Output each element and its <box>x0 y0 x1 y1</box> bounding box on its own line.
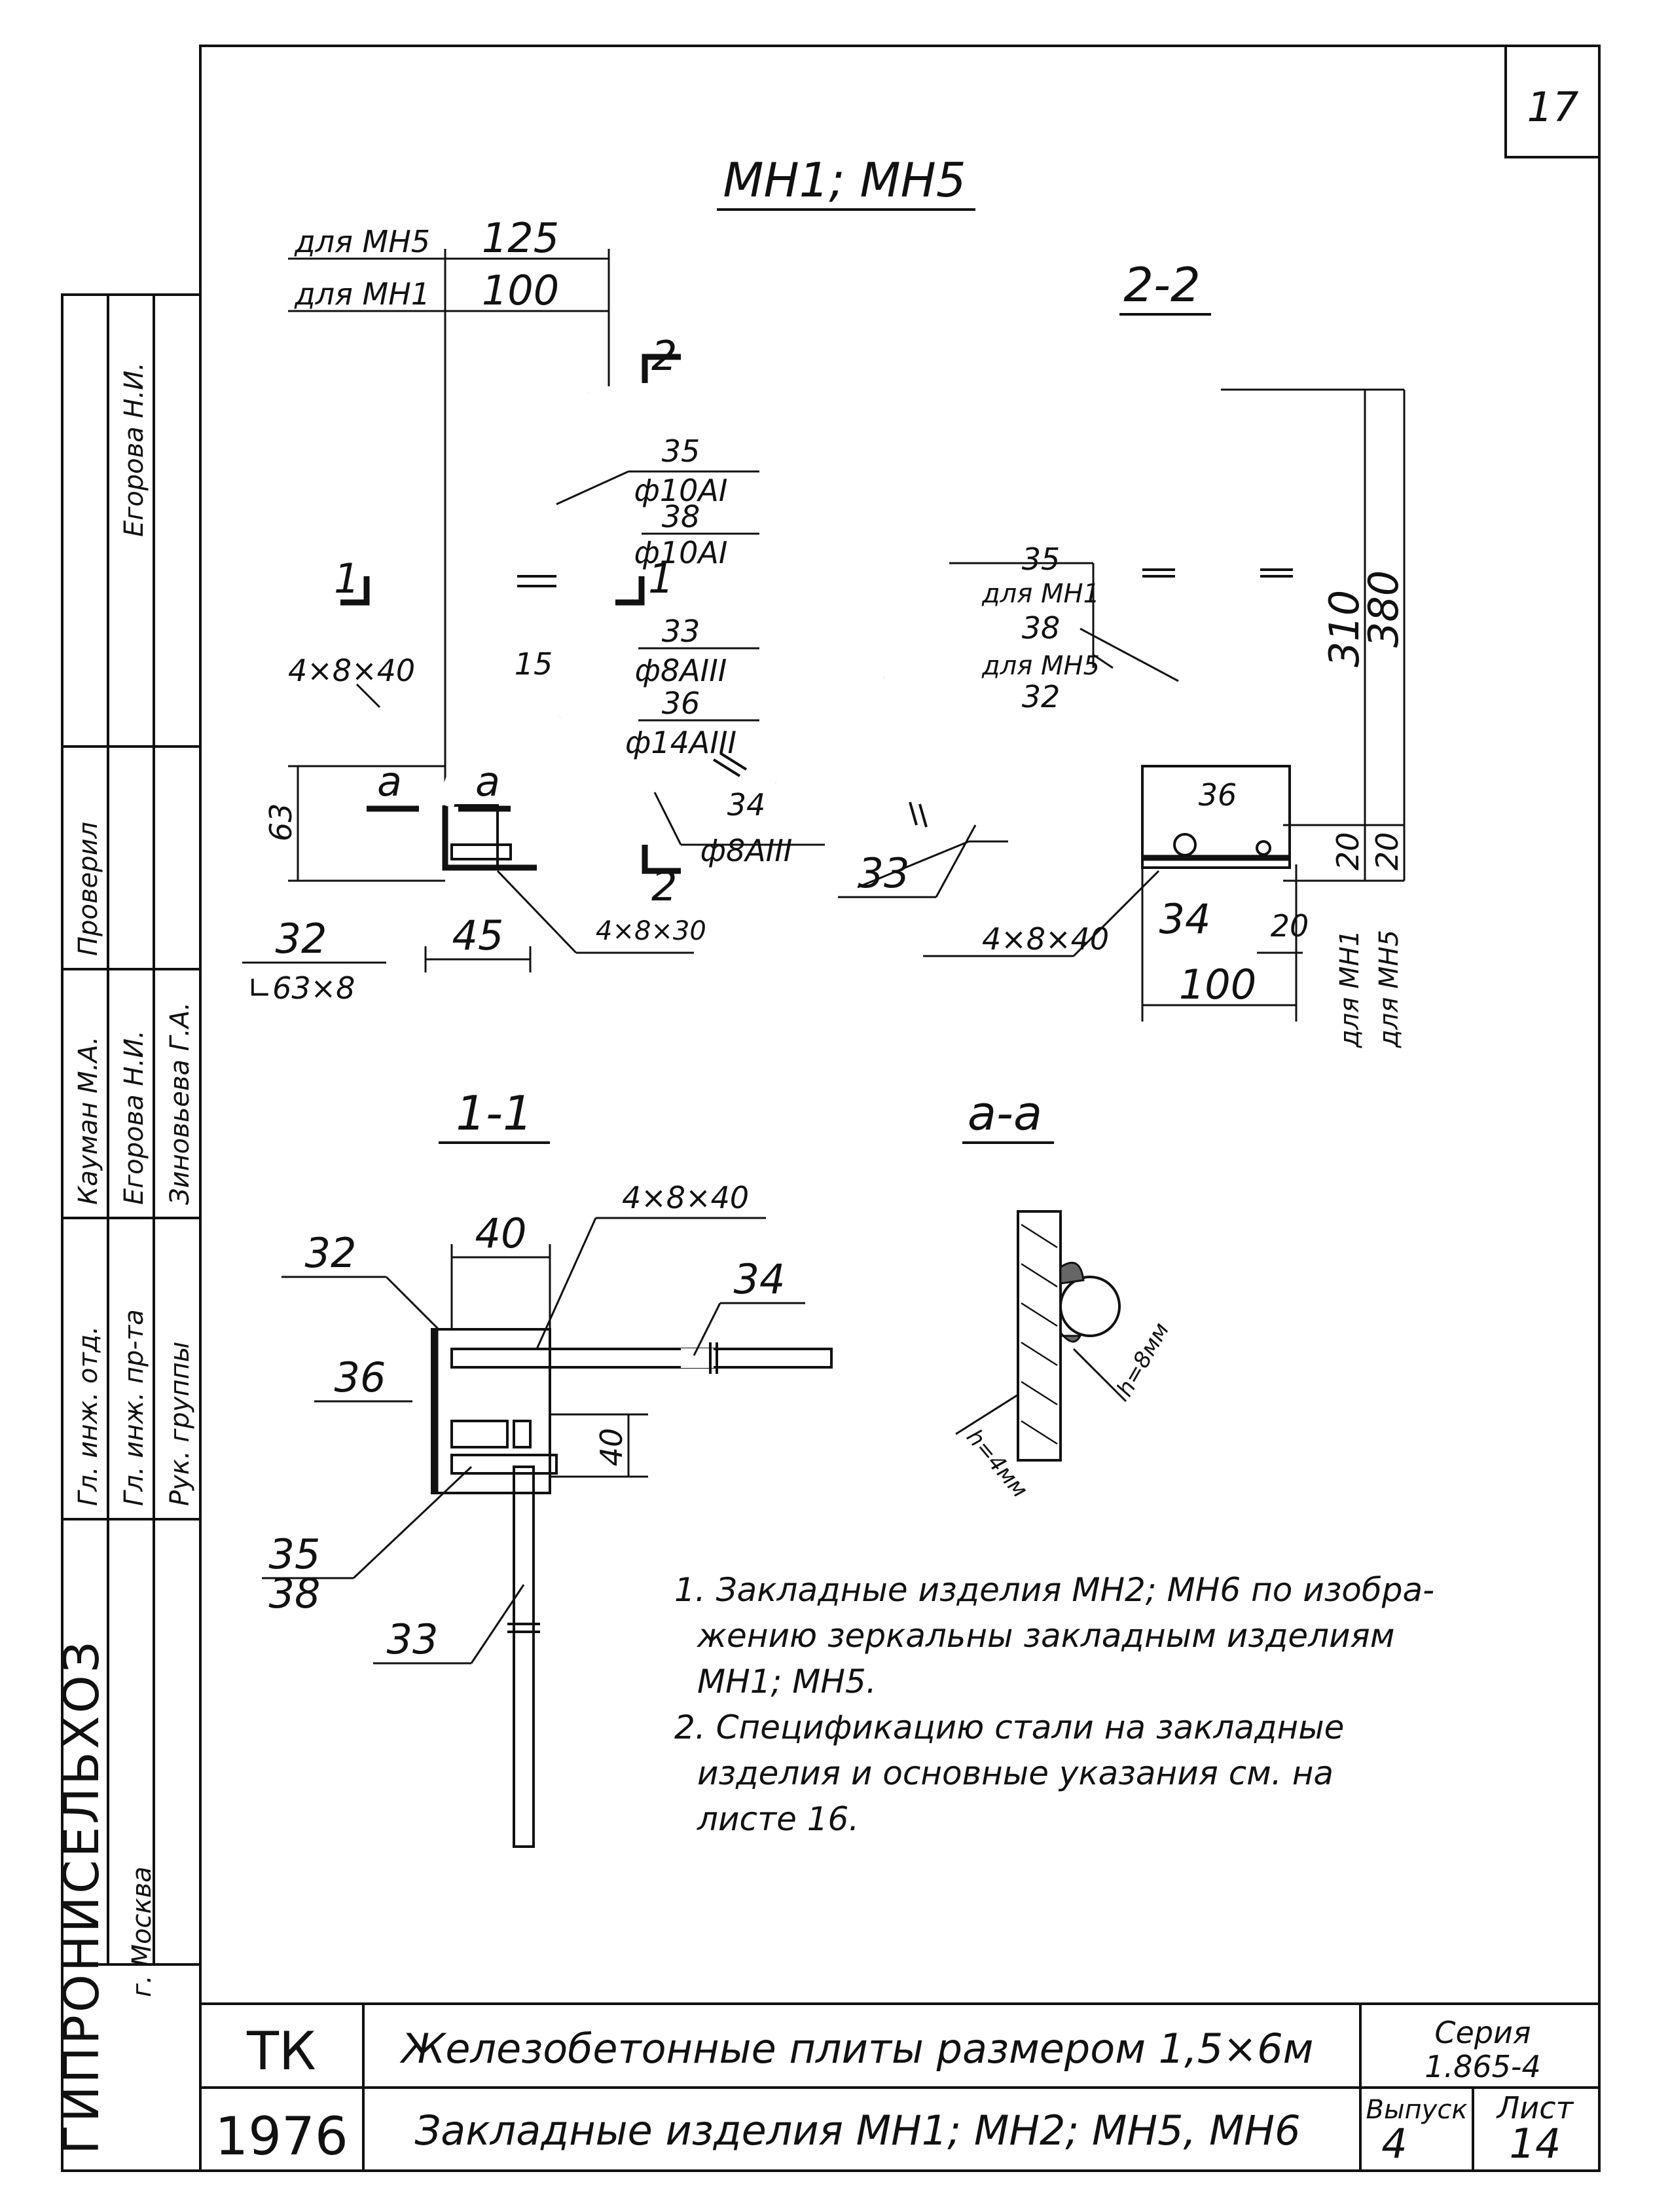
label-32-spec: ∟63×8 <box>247 970 355 1006</box>
dim-mh1-label: для МН1 <box>294 276 430 312</box>
note-line-4: 2. Спецификацию стали на закладные <box>674 1708 1344 1746</box>
section-2-mark-top: 2 <box>651 332 677 380</box>
section-2-markers <box>642 354 681 874</box>
s22-callout-38: 38 <box>1022 610 1061 646</box>
title-year: 1976 <box>215 2106 348 2167</box>
callout-34-spec: ф8АIII <box>700 833 793 868</box>
main-view-geometry <box>242 390 1153 972</box>
weld-4x8x30: 4×8×30 <box>596 916 706 946</box>
section-1-1-geometry <box>262 1217 833 1848</box>
section-1-mark-right: 1 <box>648 555 674 602</box>
stamp-org: ГИПРОНИСЕЛЬХОЗ <box>54 1639 110 2154</box>
s22-dim-20b: 20 <box>1370 832 1405 871</box>
issue-label: Выпуск <box>1366 2095 1468 2125</box>
s22-callout-32: 32 <box>1022 679 1061 714</box>
dim-mh1-value: 100 <box>482 267 559 314</box>
weld-h4: h=4мм <box>961 1424 1033 1503</box>
s11-dim-40-side: 40 <box>594 1428 629 1467</box>
s22-weld: 4×8×40 <box>982 921 1109 957</box>
note-line-1: 1. Закладные изделия МН2; МН6 по изобра- <box>674 1571 1434 1609</box>
series-value: 1.865-4 <box>1425 2049 1541 2084</box>
callout-38: 38 <box>662 499 700 534</box>
section-1-markers <box>340 576 645 606</box>
angle-15: 15 <box>515 646 553 682</box>
note-line-5: изделия и основные указания см. на <box>697 1754 1334 1792</box>
s22-label-36: 36 <box>1199 777 1237 813</box>
stamp-name-2: Егорова Н.И. <box>119 1030 149 1205</box>
callout-35-spec: ф10АI <box>634 473 728 508</box>
s11-label-34: 34 <box>734 1255 786 1303</box>
callout-35: 35 <box>662 433 700 469</box>
stamp-role-1: Гл. инж. отд. <box>73 1326 103 1506</box>
section-2-2-title: 2-2 <box>1123 257 1201 312</box>
issue-value: 4 <box>1381 2120 1407 2167</box>
s11-weld: 4×8×40 <box>622 1180 749 1215</box>
s11-label-35: 35 <box>269 1530 321 1578</box>
callout-36-spec: ф14АIII <box>625 725 736 760</box>
stamp-name-1: Кауман М.А. <box>73 1037 103 1205</box>
page-number: 17 <box>1527 83 1579 131</box>
s22-dim-20a: 20 <box>1330 832 1366 871</box>
dim-mh5-label: для МН5 <box>294 224 430 259</box>
s22-for-mh1: для МН1 <box>1335 930 1365 1048</box>
sheet-value: 14 <box>1510 2120 1561 2167</box>
s22-callout-35: 35 <box>1022 542 1061 577</box>
dim-mh5-value: 125 <box>482 214 559 262</box>
s11-label-33: 33 <box>387 1615 439 1663</box>
stamp-role-3: Рук. группы <box>165 1342 195 1506</box>
s22-callout-38-for: для МН5 <box>981 651 1100 681</box>
note-line-2: жению зеркальны закладным изделиям <box>697 1617 1394 1655</box>
title-code: ТК <box>246 2021 316 2082</box>
callout-33: 33 <box>662 614 700 649</box>
weld-4x8x40: 4×8×40 <box>288 653 415 688</box>
note-line-3: МН1; МН5. <box>697 1663 877 1701</box>
s11-label-38: 38 <box>269 1570 321 1617</box>
s22-for-mh5: для МН5 <box>1374 930 1404 1048</box>
label-33: 33 <box>858 849 910 897</box>
callout-34: 34 <box>727 787 766 822</box>
s22-dim-310: 310 <box>1320 590 1368 667</box>
dim-45: 45 <box>452 912 504 959</box>
s11-label-36: 36 <box>335 1354 386 1401</box>
notes: 1. Закладные изделия МН2; МН6 по изобра-… <box>674 1571 1434 1838</box>
top-dimensions <box>288 249 610 805</box>
section-2-2-geometry <box>923 379 1406 1022</box>
s22-dim-380: 380 <box>1360 570 1407 648</box>
main-view-title: МН1; МН5 <box>723 153 966 208</box>
label-32: 32 <box>276 915 327 963</box>
stamp-city: г. Москва <box>127 1866 157 1997</box>
sheet-label: Лист <box>1496 2090 1574 2126</box>
note-line-6: листе 16. <box>697 1800 859 1838</box>
s22-dim-100: 100 <box>1179 961 1256 1008</box>
s22-label-34: 34 <box>1159 895 1211 943</box>
stamp-name-3: Зиновьева Г.А. <box>165 1002 195 1205</box>
callout-38-spec: ф10АI <box>634 535 728 570</box>
callout-36: 36 <box>662 686 700 721</box>
section-a-a-geometry <box>955 1210 1127 1462</box>
section-1-mark-left: 1 <box>334 555 359 602</box>
title-line-1: Железобетонные плиты размером 1,5×6м <box>399 2025 1314 2073</box>
title-line-2: Закладные изделия МН1; МН2; МН5, МН6 <box>414 2107 1300 2154</box>
s11-dim-40-top: 40 <box>475 1209 527 1257</box>
sheet-frame <box>199 45 1601 2172</box>
s22-callout-35-for: для МН1 <box>981 579 1100 609</box>
series-label: Серия <box>1434 2015 1531 2050</box>
stamp-name-4: Егорова Н.И. <box>119 362 149 537</box>
dim-63: 63 <box>263 803 299 841</box>
section-a-a-title: а-а <box>968 1086 1042 1141</box>
section-1-1-title: 1-1 <box>456 1086 533 1141</box>
s11-label-32: 32 <box>305 1229 357 1277</box>
stamp-role-2: Гл. инж. пр-та <box>119 1309 149 1506</box>
side-stamp <box>61 293 202 2172</box>
stamp-role-4: Проверил <box>73 822 103 956</box>
section-a-left: а <box>377 758 402 805</box>
weld-h8: h=8мм <box>1112 1318 1174 1401</box>
section-a-right: а <box>475 758 500 805</box>
title-block <box>200 2002 1599 2171</box>
s22-dim-20c: 20 <box>1271 908 1309 944</box>
callout-33-spec: ф8АIII <box>635 653 727 688</box>
section-2-mark-bottom: 2 <box>651 862 677 910</box>
